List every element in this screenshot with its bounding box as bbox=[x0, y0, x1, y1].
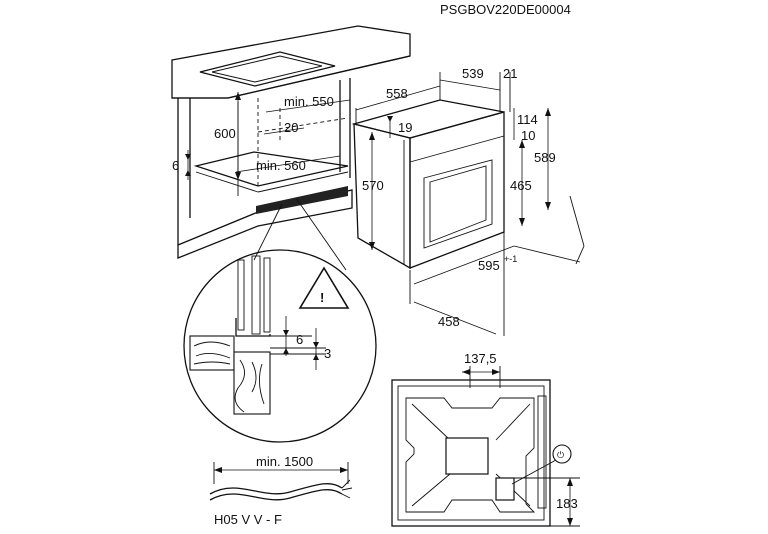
dim-min-width: min. 550 bbox=[284, 94, 334, 109]
dim-front-depth: 539 bbox=[462, 66, 484, 81]
dim-shelf-height: 6 bbox=[172, 158, 179, 173]
connection-box bbox=[495, 477, 515, 501]
power-connection-icon bbox=[552, 444, 572, 464]
dim-gap: 20 bbox=[284, 120, 298, 135]
dim-gap-b: 3 bbox=[324, 346, 331, 361]
dim-oven-height: 570 bbox=[362, 178, 384, 193]
dim-top-b: 10 bbox=[521, 128, 535, 143]
dim-bottom-depth: 458 bbox=[438, 314, 460, 329]
dim-oven-depth: 558 bbox=[386, 86, 408, 101]
dim-inner-height: 465 bbox=[510, 178, 532, 193]
dim-top-a: 114 bbox=[517, 112, 538, 127]
dim-back-offset: 137,5 bbox=[464, 351, 497, 366]
cabinet-dimensions: 600 6 min. 550 20 min. 560 bbox=[172, 92, 351, 180]
warning-icon bbox=[298, 266, 350, 309]
power-symbol: ⏻ bbox=[557, 450, 564, 460]
dim-door: 21 bbox=[503, 66, 517, 81]
dim-outer-height: 589 bbox=[534, 150, 556, 165]
dim-cabinet-height: 600 bbox=[214, 126, 236, 141]
dim-gap-a: 6 bbox=[296, 332, 303, 347]
cable-drawing: min. 1500 H05 V V - F bbox=[209, 454, 353, 527]
back-view: ⏻ 137,5 183 bbox=[391, 351, 580, 527]
dim-conn-height: 183 bbox=[556, 496, 578, 511]
detail-leader bbox=[295, 197, 347, 271]
cable-type: H05 V V - F bbox=[214, 512, 282, 527]
dim-cable-length: min. 1500 bbox=[256, 454, 313, 469]
dim-min-depth: min. 560 bbox=[256, 158, 306, 173]
document-code: PSGBOV220DE00004 bbox=[440, 2, 571, 17]
dim-oven-width: 595 bbox=[478, 258, 500, 273]
detail-view: ! 6 3 bbox=[183, 249, 377, 443]
cabinet-drawing bbox=[171, 25, 411, 259]
dim-oven-width-tol: +-1 bbox=[504, 254, 517, 264]
dim-top-offset: 19 bbox=[398, 120, 412, 135]
oven-dimensions: 558 539 21 19 114 10 570 465 589 bbox=[355, 66, 585, 336]
warning-mark: ! bbox=[320, 290, 324, 305]
